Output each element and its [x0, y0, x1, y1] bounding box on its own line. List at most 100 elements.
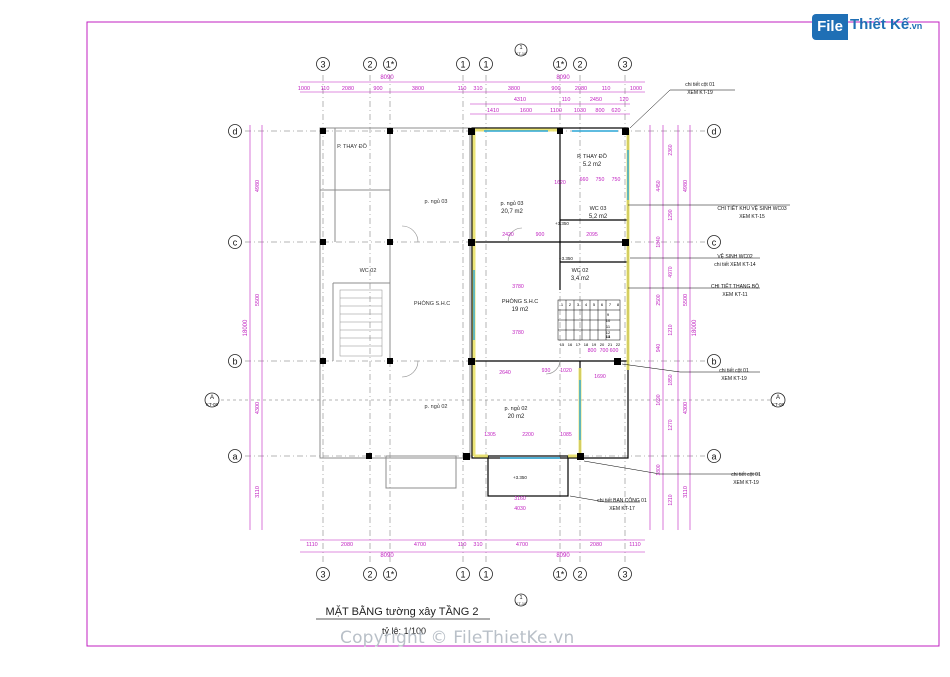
dim-top-row1: 1000 [630, 86, 642, 92]
callout-leaders [569, 89, 790, 503]
grid-bubble-bottom [383, 567, 397, 581]
grid-bubble-bottom [456, 567, 470, 581]
dim-top-row2: 110 [562, 97, 571, 103]
dim-left-overall: 18000 [243, 319, 249, 336]
stair-step-number: 19 [592, 342, 597, 347]
stair-step-number: 9 [607, 312, 610, 317]
grid-bubble-top [618, 57, 632, 71]
stair-step-number: 7 [609, 302, 612, 307]
grid-label-left: b [232, 357, 237, 367]
dim-left: 4300 [255, 402, 261, 414]
callout-line2: XEM KT-19 [721, 376, 747, 382]
dim-top-row1: 3800 [412, 86, 424, 92]
grid-bubble-top [479, 57, 493, 71]
windows [473, 130, 629, 459]
dim-top-row3: 620 [611, 108, 620, 114]
dim-inner: 3160 [514, 496, 526, 502]
dim-left: 5500 [255, 294, 261, 306]
dim-left: 3110 [255, 486, 261, 498]
callout-line2: chi tiết XEM KT-14 [714, 262, 756, 268]
room-name: WC 03 [590, 206, 607, 212]
callout-line1: chi tiết cột 01 [731, 472, 761, 478]
stair-step-number: 6 [601, 302, 604, 307]
callout-line1: chi tiết cột 01 [719, 368, 749, 374]
section-mark [770, 392, 786, 408]
stair-step-number: 21 [608, 342, 613, 347]
callout-line1: CHI TIẾT KHU VỆ SINH WC03 [717, 204, 786, 212]
room-name: p. ngủ 02 [425, 403, 448, 410]
grid-bubble-bottom [553, 567, 567, 581]
dim-right-inner: 1800 [656, 464, 662, 475]
dim-right-inner: 1210 [668, 494, 674, 505]
grid-bubble-bottom [363, 567, 377, 581]
room-name: PHÒNG S.H.C [414, 300, 450, 307]
dim-right-inner: 1850 [668, 374, 674, 385]
logo-wordmark: Thiết Kế.vn [850, 16, 922, 33]
section-mark-sheet: KT-09 [772, 402, 785, 407]
dim-top-row3: 800 [595, 108, 604, 114]
level-mark: +3.350 [555, 221, 569, 226]
level-mark: +3.350 [513, 475, 527, 480]
level-mark: +3.350 [559, 256, 573, 261]
grid-label-bottom: 1* [556, 570, 565, 580]
dim-right-inner: 1270 [668, 419, 674, 430]
grid-bubble-top [316, 57, 330, 71]
dim-bottom: 2080 [341, 542, 353, 548]
room-name: p. ngủ 03 [501, 200, 524, 207]
dim-inner: 1620 [554, 180, 566, 186]
room-name: P. THAY ĐỒ [337, 143, 368, 150]
stair-step-number: 15 [560, 342, 565, 347]
grid-label-bottom: 3 [622, 570, 627, 580]
callout-line2: XEM KT-19 [687, 90, 713, 96]
dim-bottom: 310 [473, 542, 482, 548]
callout-line2: XEM KT-15 [739, 214, 765, 220]
grid-label-top: 1* [556, 60, 565, 70]
dim-top-row1: 110 [602, 86, 611, 92]
dim-inner: 4030 [514, 506, 526, 512]
grid-label-top: 1* [386, 60, 395, 70]
stair-step-number: 11 [606, 324, 611, 329]
dim-right: 4300 [683, 402, 689, 414]
dim-inner: 750 [612, 177, 621, 183]
dim-left: 4980 [255, 180, 261, 192]
filethietke-logo: File Thiết Kế.vn [812, 14, 942, 44]
grid-label-bottom: 1* [386, 570, 395, 580]
grid-label-top: 2 [577, 60, 582, 70]
stair-step-number: 14 [606, 334, 611, 339]
grid-bubble-bottom [618, 567, 632, 581]
dim-right-inner: 1840 [656, 236, 662, 247]
dim-right-inner: 1210 [668, 324, 674, 335]
section-mark [204, 392, 220, 408]
dim-inner: 1020 [560, 368, 572, 374]
grid-bubble-left [228, 354, 242, 368]
dim-inner: 3780 [512, 284, 524, 290]
dim-right-inner: 1290 [668, 209, 674, 220]
grid-lines-vertical [322, 75, 626, 565]
grid-bubble-left [228, 449, 242, 463]
grid-label-left: a [232, 452, 237, 462]
dim-bottom: 4700 [414, 542, 426, 548]
dim-right: 3110 [683, 486, 689, 498]
stair-step-number: 8 [617, 302, 620, 307]
grid-label-left: d [232, 127, 237, 137]
grid-bubble-bottom [573, 567, 587, 581]
dim-right-inner: 1690 [656, 394, 662, 405]
grid-lines-horizontal [215, 130, 785, 457]
grid-label-right: c [712, 238, 717, 248]
callout-line1: chi tiết cột 01 [685, 82, 715, 88]
dim-top-row3: 1410 [487, 108, 499, 114]
dim-inner: 600 [610, 348, 619, 354]
grid-bubble-left [228, 235, 242, 249]
room-name: PHÒNG S.H.C [502, 298, 538, 305]
elevation-mark-number: 1 [519, 45, 522, 51]
dim-top-row3: 1100 [550, 108, 562, 114]
grid-label-top: 2 [367, 60, 372, 70]
dim-top-row1: 900 [551, 86, 560, 92]
structural-columns [320, 128, 629, 460]
dim-top-total-right: 8090 [556, 75, 570, 81]
grid-label-top: 1 [460, 60, 465, 70]
stair-step-number: 16 [568, 342, 573, 347]
stair-step-number: 5 [593, 302, 596, 307]
dim-right-inner: 4970 [668, 266, 674, 277]
yellow-wall-highlights [472, 128, 630, 458]
